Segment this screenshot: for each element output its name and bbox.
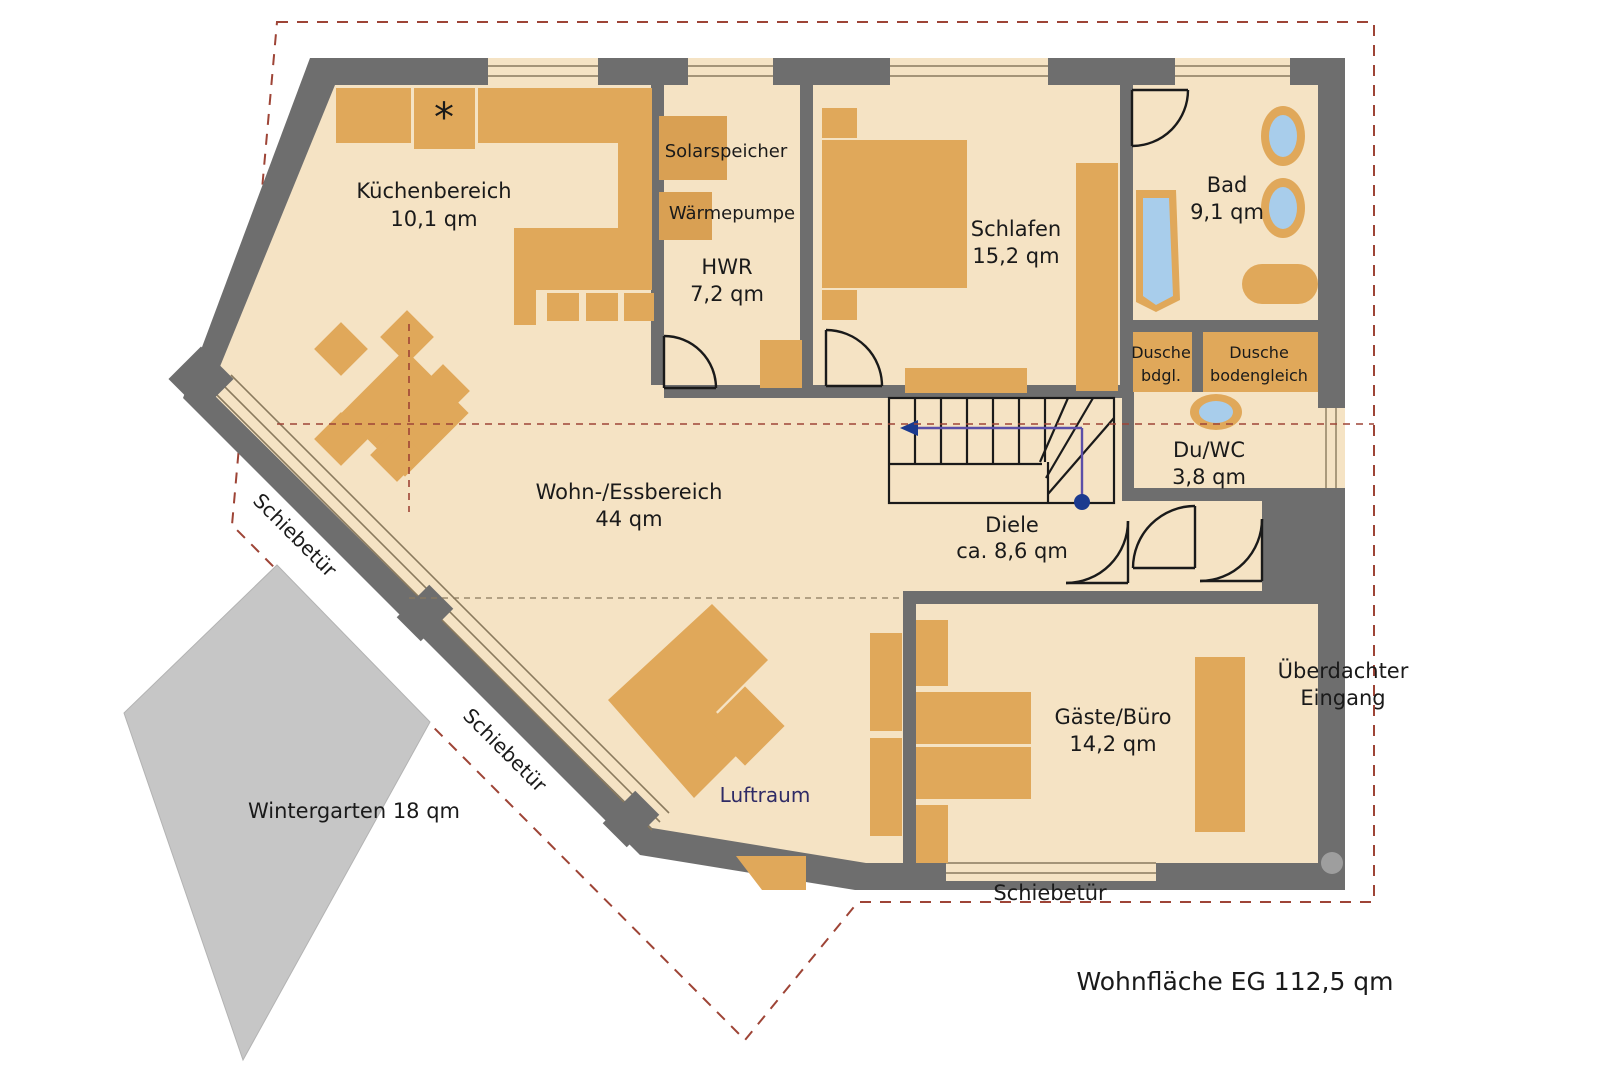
room-area-bad: 9,1 qm (1190, 200, 1264, 224)
room-area-schlafen: 15,2 qm (972, 244, 1059, 268)
interior-floor (210, 85, 1318, 863)
window-top-2 (688, 58, 773, 85)
kitchen-furniture (336, 88, 654, 325)
gaeste-buero-furniture (870, 620, 1245, 863)
section-lines (277, 324, 1374, 599)
annotation-schiebetuer-south: Schiebetür (993, 881, 1107, 905)
door-swings (662, 88, 1264, 585)
window-right-duwc (1318, 408, 1345, 488)
hwr-equipment (659, 116, 802, 388)
room-area-gaeste-buero: 14,2 qm (1069, 732, 1156, 756)
staircase (887, 396, 1116, 510)
room-label-diele: Diele (985, 513, 1039, 537)
bad-fixtures (1133, 106, 1318, 430)
entrance-floor-marker (1321, 852, 1343, 874)
room-label-schlafen: Schlafen (971, 217, 1062, 241)
annotation-eingang-line1: Überdachter (1278, 658, 1409, 683)
equipment-label-solarspeicher: Solarspeicher (665, 141, 788, 162)
annotation-eingang-line2: Eingang (1300, 686, 1385, 710)
annotation-wintergarten: Wintergarten 18 qm (248, 799, 460, 823)
equipment-label-waermepumpe: Wärmepumpe (669, 203, 795, 224)
schlafen-furniture (822, 108, 1118, 393)
sliding-door-south (946, 855, 1156, 881)
annotation-luftraum: Luftraum (720, 783, 811, 807)
living-area-furniture (608, 604, 806, 890)
interior-partitions (651, 85, 1318, 863)
room-label-duwc: Du/WC (1173, 438, 1245, 462)
kitchen-star-symbol: * (434, 95, 454, 141)
room-label-bad: Bad (1207, 173, 1248, 197)
room-area-duwc: 3,8 qm (1172, 465, 1246, 489)
sliding-glass-wall-northwest (168, 346, 670, 848)
window-top-1 (488, 58, 598, 85)
room-label-wohn-essbereich: Wohn-/Essbereich (536, 480, 723, 504)
equipment-label-dusche-bodengleich-line1: Dusche (1229, 343, 1289, 362)
room-label-gaeste-buero: Gäste/Büro (1054, 705, 1171, 729)
equipment-label-dusche-bdgl-line2: bdgl. (1141, 366, 1181, 385)
room-area-hwr: 7,2 qm (690, 282, 764, 306)
dining-table-set (314, 310, 470, 482)
window-top-3 (890, 58, 1048, 85)
total-area-footer: Wohnfläche EG 112,5 qm (1076, 967, 1393, 996)
room-label-kuechenbereich: Küchenbereich (356, 179, 511, 203)
window-group-top (488, 58, 1290, 85)
equipment-label-dusche-bodengleich-line2: bodengleich (1210, 366, 1308, 385)
window-top-4 (1175, 58, 1290, 85)
stair-direction-arrow (900, 420, 1090, 510)
room-area-kuechenbereich: 10,1 qm (390, 207, 477, 231)
room-area-diele: ca. 8,6 qm (956, 539, 1068, 563)
room-label-hwr: HWR (701, 255, 752, 279)
equipment-label-dusche-bdgl-line1: Dusche (1131, 343, 1191, 362)
wintergarten-area (123, 564, 431, 1062)
room-area-wohn-essbereich: 44 qm (595, 507, 662, 531)
